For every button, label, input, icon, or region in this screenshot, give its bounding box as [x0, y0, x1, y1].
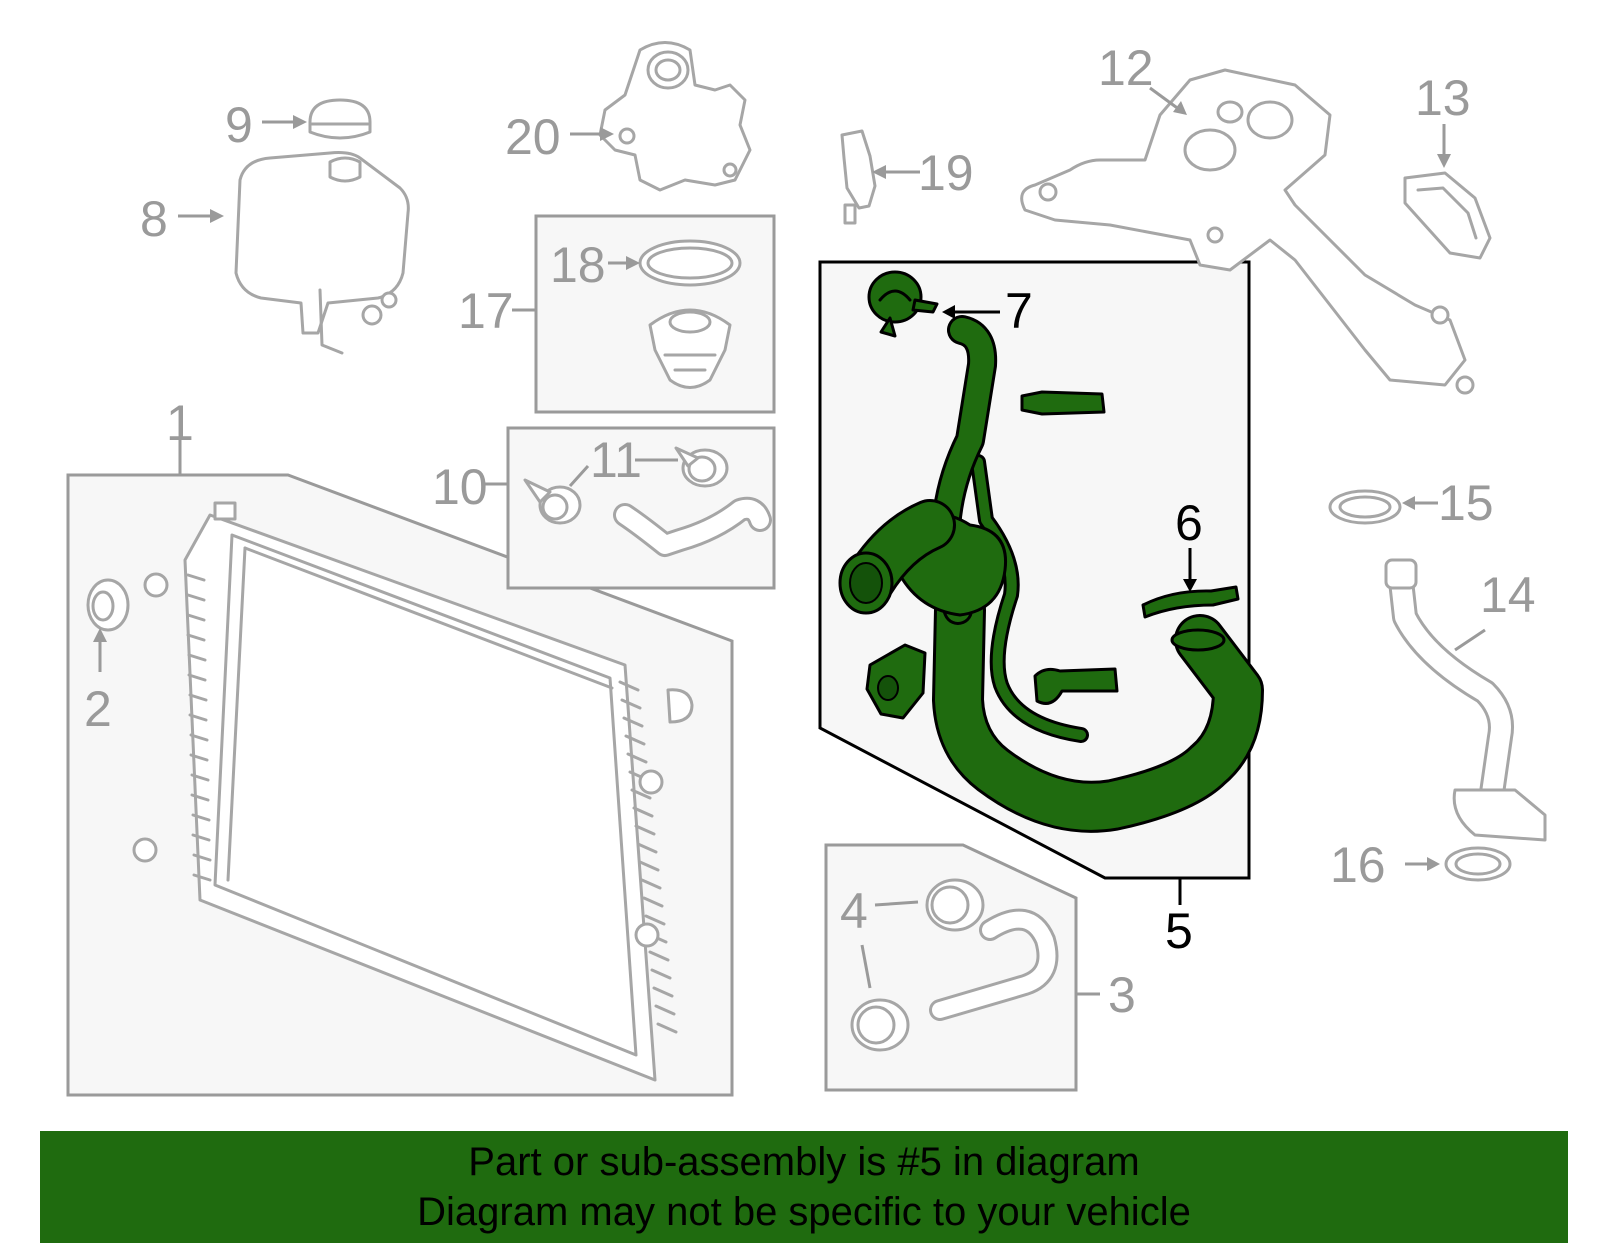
- part-2-grommet: 2: [84, 578, 130, 737]
- part-12-pump-housing: 12: [1020, 40, 1475, 395]
- part-15-seal: 15: [1328, 475, 1494, 531]
- part-17-thermostat: 17 18: [458, 214, 776, 414]
- callout-15[interactable]: 15: [1438, 475, 1494, 531]
- part-16-seal: 16: [1330, 837, 1512, 893]
- callout-11[interactable]: 11: [590, 432, 642, 488]
- callout-6[interactable]: 6: [1175, 495, 1203, 551]
- callout-12[interactable]: 12: [1098, 40, 1154, 96]
- callout-5[interactable]: 5: [1165, 903, 1193, 959]
- part-1-radiator: 1: [66, 395, 734, 1097]
- callout-16[interactable]: 16: [1330, 837, 1386, 893]
- callout-2[interactable]: 2: [84, 681, 112, 737]
- callout-10[interactable]: 10: [432, 459, 488, 515]
- callout-4[interactable]: 4: [840, 883, 868, 939]
- part-9-cap: 9: [225, 97, 372, 153]
- part-20-housing: 20: [505, 41, 752, 192]
- callout-20[interactable]: 20: [505, 109, 561, 165]
- callout-17[interactable]: 17: [458, 283, 514, 339]
- callout-14[interactable]: 14: [1480, 567, 1536, 623]
- callout-8[interactable]: 8: [140, 191, 168, 247]
- info-banner: Part or sub-assembly is #5 in diagram Di…: [40, 1131, 1568, 1243]
- part-8-reservoir: 8: [140, 151, 410, 355]
- callout-3[interactable]: 3: [1108, 967, 1136, 1023]
- part-19-sensor: 19: [840, 129, 974, 225]
- callout-7[interactable]: 7: [1005, 283, 1033, 339]
- banner-line-disclaimer: Diagram may not be specific to your vehi…: [417, 1190, 1191, 1234]
- callout-19[interactable]: 19: [918, 145, 974, 201]
- part-13-gasket: 13: [1403, 70, 1492, 260]
- banner-line-part: Part or sub-assembly is #5 in diagram: [468, 1140, 1140, 1184]
- part-14-pipe: 14: [1384, 558, 1547, 842]
- part-3-hose: 3 4: [824, 843, 1136, 1092]
- callout-13[interactable]: 13: [1415, 70, 1471, 126]
- callout-9[interactable]: 9: [225, 97, 253, 153]
- callout-1[interactable]: 1: [166, 395, 194, 451]
- callout-18[interactable]: 18: [550, 237, 606, 293]
- part-10-hose: 10 11: [432, 426, 776, 590]
- part-5-hose-assembly: 5 6 7: [818, 260, 1264, 959]
